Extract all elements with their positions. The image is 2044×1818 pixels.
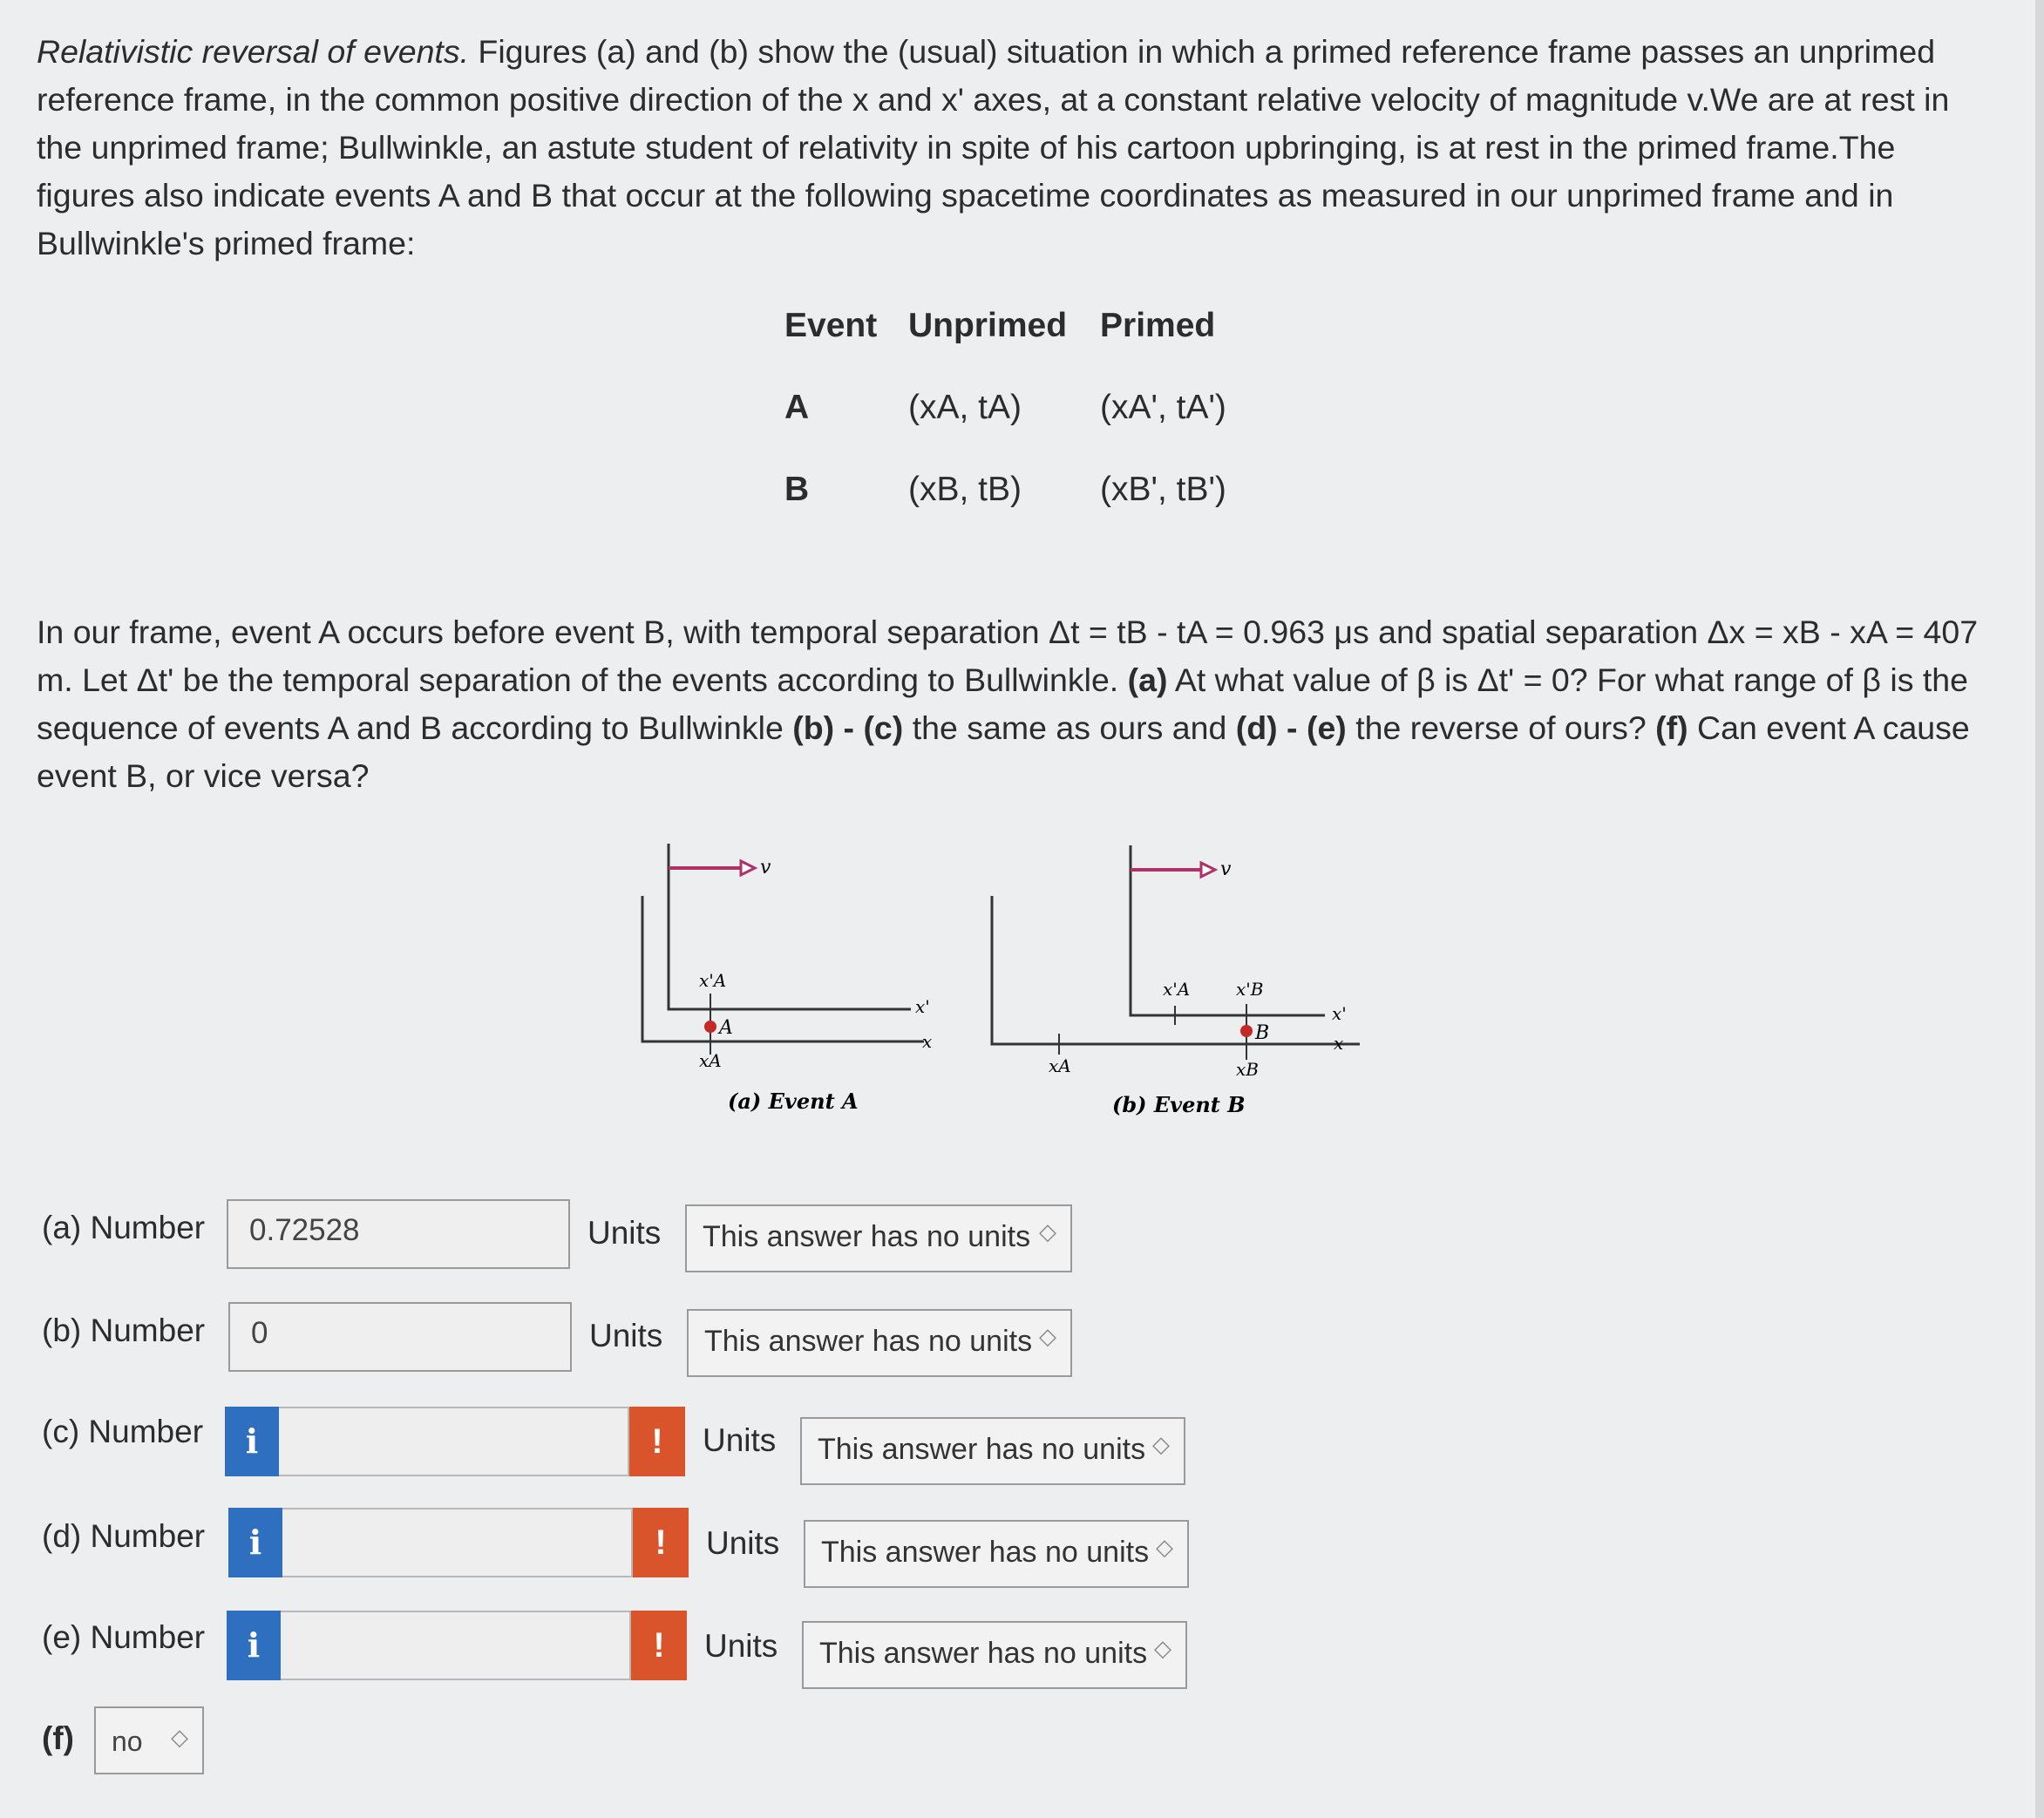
x-axis-label-b: x [1334, 1033, 1343, 1054]
figure-panel-b: v x' x xA x'A B x'B xB (b) Event B [990, 845, 1360, 1117]
answer-e-input[interactable] [281, 1611, 631, 1680]
answer-a-units-label: Units [587, 1215, 662, 1251]
question-text-3: the same as ours and [903, 709, 1236, 746]
answer-d-units-value: This answer has no units [821, 1536, 1150, 1569]
info-icon[interactable]: i [227, 1611, 281, 1680]
unprimed-axes-b [990, 896, 1360, 1046]
table-row-b-unprimed: (xB, tB) [908, 471, 1022, 508]
table-row-a-event: A [784, 389, 810, 426]
xB-label-b: xB [1236, 1059, 1259, 1080]
primed-axes-a [667, 844, 911, 1011]
x-axis-label-a: x [922, 1031, 932, 1052]
xB-prime-label-b: x'B [1236, 979, 1263, 1000]
question-part-a: (a) [1127, 661, 1168, 698]
intro-text: Figures (a) and (b) show the (usual) sit… [37, 33, 1950, 261]
answer-d-units-select[interactable]: This answer has no units ◇ [804, 1520, 1189, 1588]
xA-label-a: xA [699, 1050, 722, 1071]
answer-d-units-label: Units [706, 1525, 780, 1561]
velocity-label-b: v [1220, 858, 1232, 880]
question-text-5: Can event A cause event B, or vice versa… [37, 709, 1970, 794]
answer-b-units-label: Units [589, 1318, 663, 1353]
velocity-label-a: v [760, 857, 771, 878]
answer-f-select[interactable]: no ◇ [94, 1706, 204, 1774]
answer-a-label: (a) Number [42, 1210, 206, 1245]
answer-c-label: (c) Number [42, 1414, 204, 1449]
answer-b-input[interactable]: 0 [228, 1302, 572, 1372]
answer-e-units-select[interactable]: This answer has no units ◇ [802, 1621, 1187, 1689]
problem-title: Relativistic reversal of events. [37, 33, 470, 70]
question-part-bc: (b) - (c) [792, 709, 904, 746]
table-header-unprimed: Unprimed [908, 307, 1068, 344]
caption-a: (a) Event A [728, 1089, 859, 1114]
event-b-label: B [1254, 1022, 1269, 1044]
answer-e-units-label: Units [704, 1628, 778, 1664]
question-text-1: In our frame, event A occurs before even… [37, 614, 1979, 698]
xA-label-b: xA [1049, 1055, 1071, 1076]
table-header-event: Event [784, 307, 878, 344]
caption-b: (b) Event B [1112, 1092, 1246, 1117]
answer-b-units-value: This answer has no units [704, 1325, 1033, 1358]
question-text-4: the reverse of ours? [1346, 709, 1656, 746]
event-a-dot [704, 1021, 716, 1033]
answer-e-label: (e) Number [42, 1619, 206, 1655]
info-icon[interactable]: i [228, 1508, 282, 1577]
answer-c-units-select[interactable]: This answer has no units ◇ [800, 1417, 1185, 1485]
warning-icon[interactable]: ! [633, 1508, 689, 1577]
question-part-f: (f) [1655, 709, 1688, 746]
answer-c-units-value: This answer has no units [818, 1433, 1146, 1466]
velocity-arrowhead-b [1199, 860, 1219, 879]
xA-prime-label-a: x'A [699, 970, 726, 991]
answer-d-label: (d) Number [42, 1518, 206, 1554]
table-header-primed: Primed [1100, 307, 1216, 344]
chevron-updown-icon: ◇ [171, 1724, 188, 1750]
reference-frames-figure: v x' x A x'A xA (a) Event A v x' x xA x'… [641, 844, 1360, 1117]
xprime-axis-label-b: x' [1332, 1003, 1347, 1024]
table-row-a-primed: (xA', tA') [1100, 389, 1226, 426]
question-part-de: (d) - (e) [1235, 709, 1347, 746]
chevron-updown-icon: ◇ [1039, 1323, 1056, 1349]
chevron-updown-icon: ◇ [1039, 1218, 1056, 1245]
table-row-b-event: B [784, 471, 810, 508]
table-row-b-primed: (xB', tB') [1100, 471, 1226, 508]
warning-icon[interactable]: ! [629, 1407, 685, 1476]
question-paragraph: In our frame, event A occurs before even… [37, 608, 1980, 800]
velocity-arrowhead-a [739, 858, 758, 878]
answer-c-units-label: Units [703, 1422, 777, 1458]
chevron-updown-icon: ◇ [1156, 1534, 1173, 1560]
answer-a-units-value: This answer has no units [703, 1220, 1031, 1253]
answer-a-units-select[interactable]: This answer has no units ◇ [685, 1204, 1072, 1272]
primed-axes-b [1129, 845, 1325, 1017]
event-b-dot [1240, 1025, 1253, 1037]
figure-panel-a: v x' x A x'A xA (a) Event A [641, 844, 932, 1114]
xA-prime-label-b: x'A [1163, 979, 1190, 1000]
answer-b-label: (b) Number [42, 1313, 206, 1348]
xprime-axis-label-a: x' [915, 996, 930, 1017]
table-row-a-unprimed: (xA, tA) [908, 389, 1022, 426]
warning-icon[interactable]: ! [631, 1611, 687, 1680]
answer-b-units-select[interactable]: This answer has no units ◇ [687, 1309, 1072, 1377]
answer-c-input[interactable] [279, 1407, 629, 1476]
event-a-label: A [717, 1017, 733, 1039]
question-text-2: At what value of β is Δt' = 0? For what … [37, 661, 1968, 746]
intro-paragraph: Relativistic reversal of events. Figures… [37, 28, 1980, 268]
answer-a-input[interactable]: 0.72528 [227, 1199, 570, 1269]
answer-d-input[interactable] [282, 1508, 633, 1577]
answer-e-units-value: This answer has no units [819, 1637, 1148, 1670]
chevron-updown-icon: ◇ [1154, 1635, 1171, 1661]
answer-f-value: no [112, 1726, 143, 1757]
answer-f-label: (f) [42, 1720, 74, 1756]
chevron-updown-icon: ◇ [1152, 1431, 1170, 1457]
page-edge [2035, 0, 2044, 1818]
info-icon[interactable]: i [225, 1407, 279, 1476]
unprimed-axes-a [641, 896, 924, 1043]
